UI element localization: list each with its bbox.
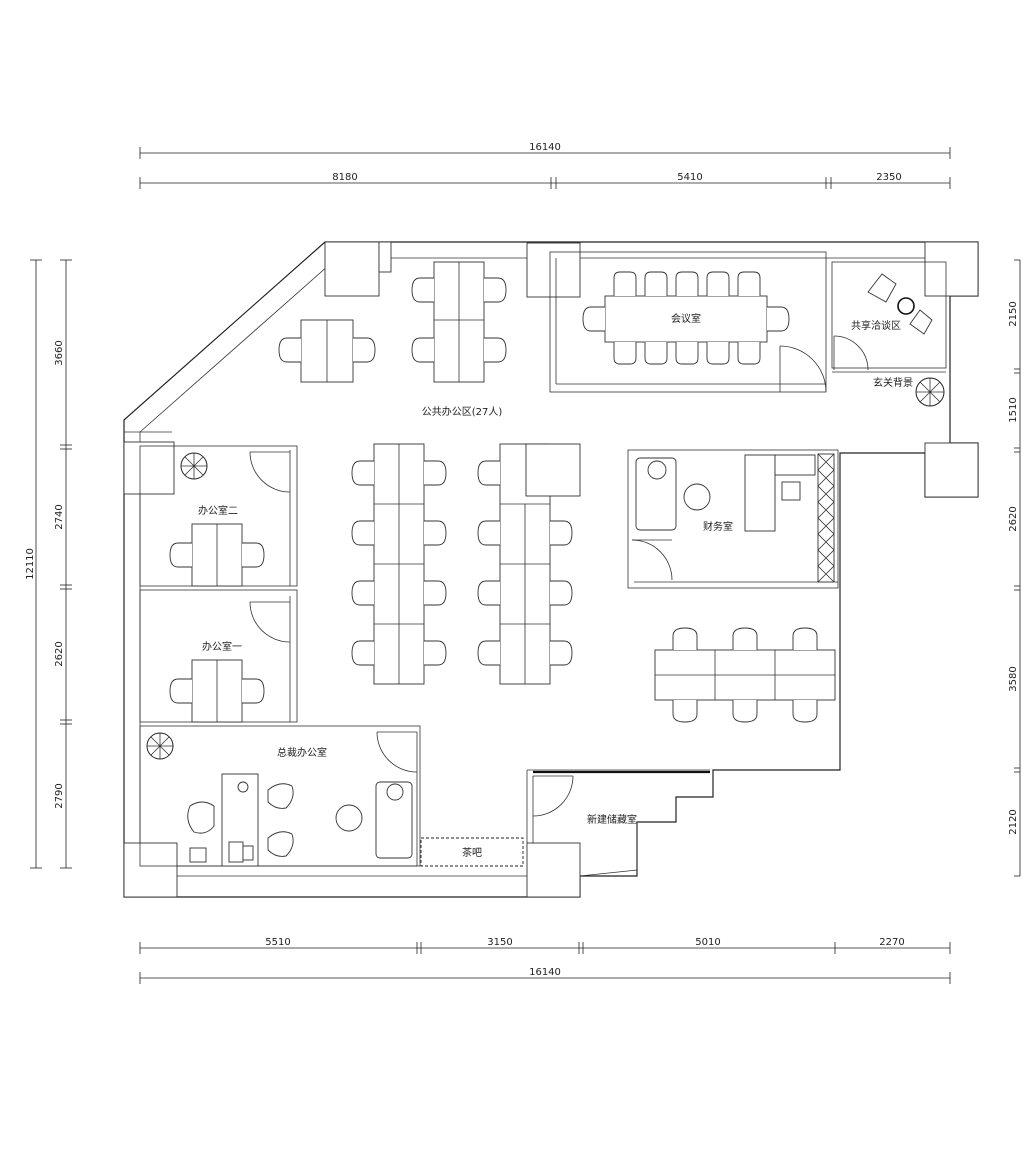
dim-bottom-seg-2: 3150 [487, 937, 512, 948]
dim-bottom-total: 16140 [529, 967, 561, 978]
dim-right-seg-2: 1510 [1008, 397, 1019, 422]
round-table-icon [335, 804, 363, 832]
storage-room-label: 新建储藏室 [587, 813, 637, 826]
plant-icon [180, 452, 208, 480]
open-office-label: 公共办公区(27人) [422, 405, 503, 418]
dim-bottom-seg-1: 5510 [265, 937, 290, 948]
open-office: 公共办公区(27人) [278, 261, 836, 723]
meeting-room-label: 会议室 [671, 312, 701, 325]
sofa-icon [635, 457, 677, 531]
office-one-label: 办公室一 [202, 640, 242, 653]
dim-right-seg-5: 2120 [1008, 809, 1019, 834]
tea-bar-label: 茶吧 [462, 846, 482, 859]
office-two-label: 办公室二 [198, 504, 238, 517]
finance-room-label: 财务室 [703, 520, 733, 533]
shared-lounge: 共享洽谈区 玄关背景 [831, 261, 947, 407]
dimension-left: 12110 3660 2740 2620 2790 [25, 259, 72, 869]
dim-left-seg-1: 3660 [54, 340, 65, 365]
dim-right-seg-4: 3580 [1008, 666, 1019, 691]
storage-room: 新建储藏室 [526, 769, 710, 877]
dim-top-total: 16140 [529, 142, 561, 153]
sofa-icon [375, 781, 413, 859]
dim-right-seg-1: 2150 [1008, 301, 1019, 326]
office-one: 办公室一 [139, 589, 298, 723]
dim-bottom-seg-4: 2270 [879, 937, 904, 948]
meeting-table [604, 295, 768, 343]
dim-top-seg-1: 8180 [332, 172, 357, 183]
dim-left-total: 12110 [25, 548, 36, 580]
entrance-label: 玄关背景 [873, 376, 913, 389]
dim-top-seg-2: 5410 [677, 172, 702, 183]
dim-left-seg-3: 2620 [54, 641, 65, 666]
office-chair-icon [781, 481, 801, 501]
tea-bar: 茶吧 [420, 837, 524, 867]
side-table-icon [897, 297, 915, 315]
office-two: 办公室二 [139, 445, 298, 587]
meeting-room: 会议室 [549, 251, 827, 393]
dim-top-seg-3: 2350 [876, 172, 901, 183]
ceo-office-label: 总裁办公室 [277, 746, 327, 759]
shared-lounge-label: 共享洽谈区 [851, 319, 901, 332]
ceo-office: 总裁办公室 [139, 725, 421, 867]
office-chair-icon [189, 847, 207, 863]
dim-left-seg-4: 2790 [54, 783, 65, 808]
laptop-icon [228, 841, 244, 863]
dim-left-seg-2: 2740 [54, 504, 65, 529]
dim-right-seg-3: 2620 [1008, 506, 1019, 531]
dimension-bottom: 5510 3150 5010 2270 16140 [139, 937, 951, 984]
dim-bottom-seg-3: 5010 [695, 937, 720, 948]
round-table-icon [683, 483, 711, 511]
plant-icon [915, 377, 945, 407]
dimension-top: 16140 8180 5410 2350 [139, 142, 951, 189]
dimension-right: 2150 1510 2620 3580 2120 [1008, 259, 1021, 877]
finance-room: 财务室 [627, 449, 839, 589]
plant-icon [146, 732, 174, 760]
